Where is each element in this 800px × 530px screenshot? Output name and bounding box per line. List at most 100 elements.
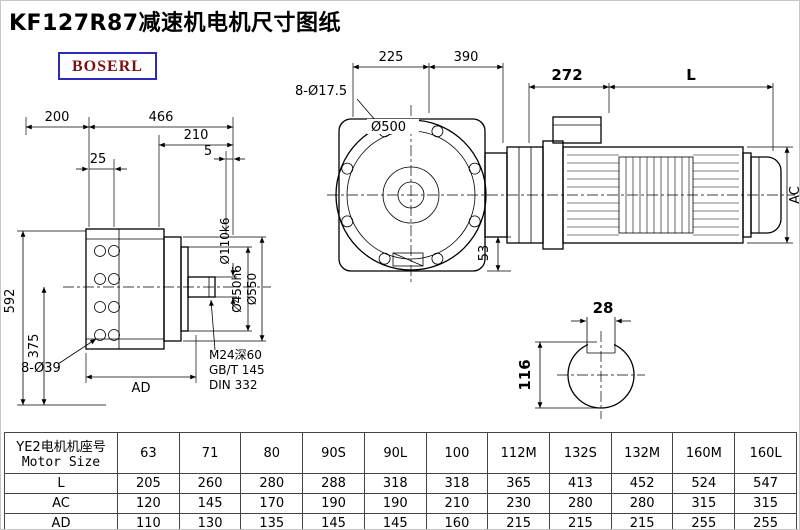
table-cell: 170 xyxy=(240,493,304,514)
table-cell: 255 xyxy=(734,513,797,529)
dim-375-text: 375 xyxy=(27,334,42,359)
dimension-592: 592 xyxy=(3,230,106,406)
table-cell: 205 xyxy=(117,473,180,494)
dimension-L: L xyxy=(609,66,774,151)
table-cell: 318 xyxy=(425,473,489,494)
table-cell: 120 xyxy=(117,493,180,514)
dim-390-text: 390 xyxy=(454,50,479,65)
table-cell: 288 xyxy=(302,473,365,494)
dim-d450-text: Ø450h6 xyxy=(230,265,244,313)
table-row-L: L 205 260 280 288 318 318 365 413 452 52… xyxy=(4,473,797,494)
column-header-160l: 160L xyxy=(734,432,797,474)
motor-size-table: YE2电机机座号 Motor Size 63 71 80 90S 90L 100… xyxy=(4,432,797,529)
column-header-80: 80 xyxy=(240,432,304,474)
table-header-row: YE2电机机座号 Motor Size 63 71 80 90S 90L 100… xyxy=(4,432,797,474)
table-cell: 110 xyxy=(117,513,180,529)
dimension-53: 53 xyxy=(477,236,511,272)
label-8-d39: 8-Ø39 xyxy=(21,338,97,376)
dim-592-text: 592 xyxy=(3,289,18,314)
dim-L-text: L xyxy=(686,66,696,84)
column-header-90l: 90L xyxy=(363,432,427,474)
label-tap-hole: M24深60 GB/T 145 DIN 332 xyxy=(209,299,265,392)
table-cell: 315 xyxy=(672,493,736,514)
dimension-flange-dia: Ø550 xyxy=(183,236,266,342)
dim-210-text: 210 xyxy=(184,128,209,143)
boserl-logo: BOSERL xyxy=(58,52,157,80)
dimension-200: 200 xyxy=(25,110,90,227)
table-cell: 145 xyxy=(363,513,427,529)
fan-cover xyxy=(750,156,782,234)
table-cell: 215 xyxy=(549,513,612,529)
technical-drawing: 200 466 210 5 xyxy=(3,50,800,419)
table-cell: 145 xyxy=(302,513,365,529)
table-cell: 160 xyxy=(425,513,489,529)
table-cell: 413 xyxy=(549,473,612,494)
bolt-spec-front-text: 8-Ø17.5 xyxy=(295,84,347,99)
dimension-AD: AD xyxy=(85,335,197,396)
dimension-390: 390 xyxy=(429,50,504,143)
table-cell: 215 xyxy=(487,513,551,529)
dimension-shaft-dia: Ø110k6 xyxy=(215,218,237,311)
dim-116-text: 116 xyxy=(516,359,534,390)
table-cell: 452 xyxy=(610,473,674,494)
tap-spec-line2: GB/T 145 xyxy=(209,363,265,377)
table-cell: 280 xyxy=(549,493,612,514)
dimension-28: 28 xyxy=(571,299,631,324)
table-cell: 145 xyxy=(178,493,242,514)
row-label-L: L xyxy=(4,473,118,494)
dimension-spigot-dia: Ø450h6 xyxy=(188,246,252,332)
table-row-AD: AD 110 130 135 145 145 160 215 215 215 2… xyxy=(4,513,797,529)
dimension-AC: AC xyxy=(747,146,800,244)
table-cell: 255 xyxy=(672,513,736,529)
dim-272-text: 272 xyxy=(551,66,582,84)
shaft-section-view: 28 116 xyxy=(516,299,645,419)
table-cell: 280 xyxy=(240,473,304,494)
table-row-AC: AC 120 145 170 190 190 210 230 280 280 3… xyxy=(4,493,797,514)
dimension-116: 116 xyxy=(516,341,597,409)
column-header-132s: 132S xyxy=(549,432,612,474)
header-line-en: Motor Size xyxy=(21,455,101,470)
dimension-225: 225 xyxy=(352,50,430,117)
table-cell: 280 xyxy=(610,493,674,514)
row-label-AD: AD xyxy=(4,513,118,529)
dim-AC-text: AC xyxy=(788,186,800,204)
terminal-box xyxy=(552,116,602,144)
dim-25-text: 25 xyxy=(90,152,107,167)
bolt-spec-text: 8-Ø39 xyxy=(21,361,61,376)
dimension-272: 272 xyxy=(528,66,610,143)
table-cell: 190 xyxy=(302,493,365,514)
dim-d500-text: Ø500 xyxy=(371,120,406,135)
column-header-112m: 112M xyxy=(487,432,551,474)
dim-d550-text: Ø550 xyxy=(245,273,259,305)
table-cell: 135 xyxy=(240,513,304,529)
column-header-100: 100 xyxy=(425,432,489,474)
motor-stator-hatch xyxy=(618,156,694,234)
tap-spec-line3: DIN 332 xyxy=(209,378,257,392)
header-line-cn: YE2电机机座号 xyxy=(16,440,106,455)
table-cell: 547 xyxy=(734,473,797,494)
page-title: KF127R87减速机电机尺寸图纸 xyxy=(9,11,342,36)
table-cell: 524 xyxy=(672,473,736,494)
motor-fins xyxy=(567,154,739,236)
table-cell: 260 xyxy=(178,473,242,494)
table-cell: 365 xyxy=(487,473,551,494)
tap-spec-line1: M24深60 xyxy=(209,348,262,362)
flange-spigot xyxy=(180,246,189,332)
motor-assembly xyxy=(484,116,782,250)
housing-body xyxy=(85,228,165,350)
dim-225-text: 225 xyxy=(379,50,404,65)
dim-AD-text: AD xyxy=(132,381,151,396)
dim-d110-text: Ø110k6 xyxy=(218,218,232,265)
table-cell: 190 xyxy=(363,493,427,514)
dim-466-text: 466 xyxy=(149,110,174,125)
column-header-132m: 132M xyxy=(610,432,674,474)
table-cell: 315 xyxy=(734,493,797,514)
label-d500: Ø500 xyxy=(367,119,419,135)
dim-5-text: 5 xyxy=(204,144,212,159)
table-cell: 210 xyxy=(425,493,489,514)
table-cell: 215 xyxy=(610,513,674,529)
row-label-AC: AC xyxy=(4,493,118,514)
gearbox-side-view: 200 466 210 5 xyxy=(3,110,271,406)
dimension-5: 5 xyxy=(204,144,245,235)
